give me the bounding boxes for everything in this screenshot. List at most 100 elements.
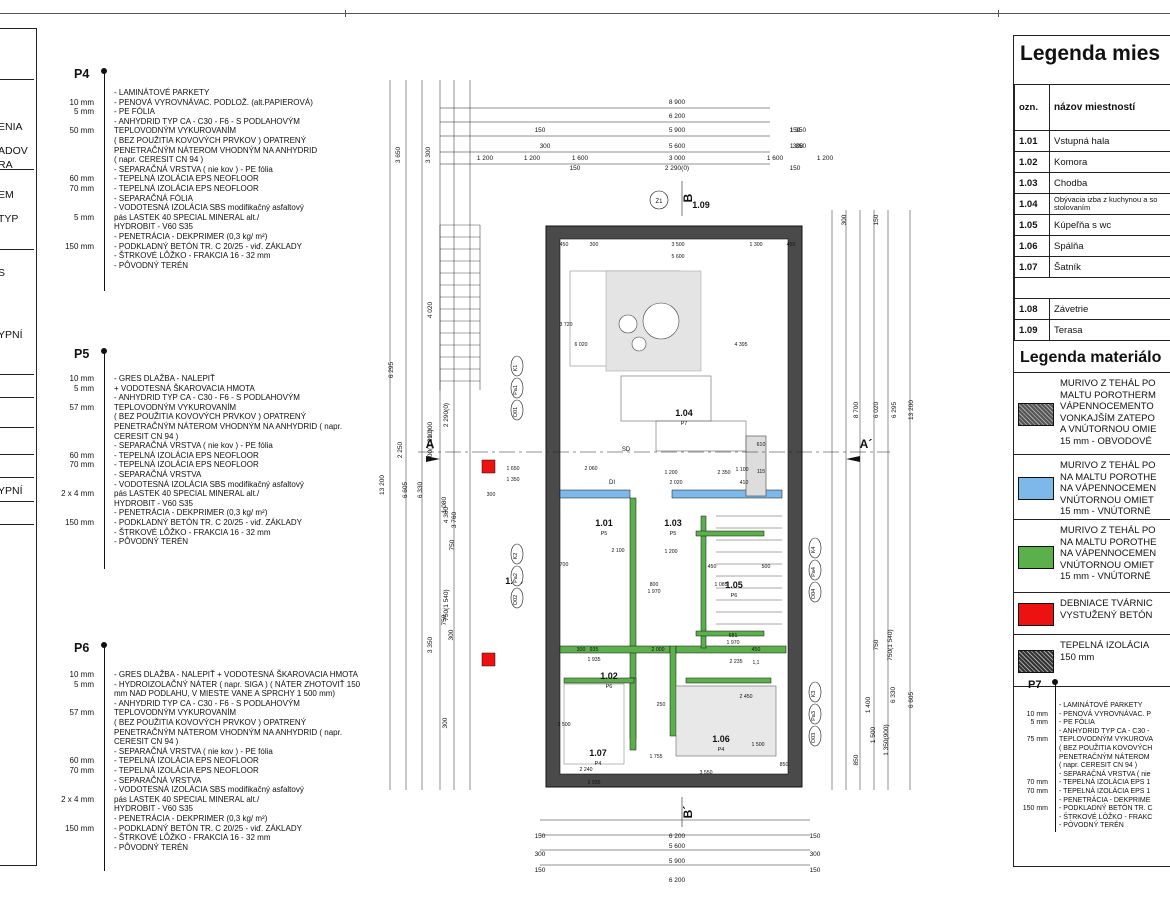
room-name: Vstupná hala xyxy=(1049,130,1170,152)
legend-row-divider xyxy=(0,454,34,455)
layer-thickness: 5 mm xyxy=(74,212,94,222)
room-floor-type: P4 xyxy=(718,747,725,753)
col-header-number: ozn. xyxy=(1014,84,1050,131)
spec-marker-dot xyxy=(1052,679,1058,685)
layer-description: ( BEZ POUŽITIA KOVOVÝCH xyxy=(1059,745,1153,752)
window-tag-label: K4 xyxy=(811,547,817,554)
room-number: 1.04 xyxy=(675,408,693,418)
layer-thickness: 10 mm xyxy=(1026,710,1048,718)
room-name: Šatník xyxy=(1049,256,1170,278)
layer-description: PENETRAČNÝM NÁTEROM xyxy=(1059,753,1150,761)
layer-description: - PÔVODNÝ TERÉN xyxy=(114,260,189,270)
layer-description: PENETRAČNÝM NÁTEROM VHODNÝM NA ANHYDRID … xyxy=(114,727,343,737)
left-legend-item: TYP xyxy=(0,213,19,225)
layer-description: - PODKLADNÝ BETÓN TR. C 20/25 - viď. ZÁK… xyxy=(114,241,302,251)
dimension-label: 2 250 xyxy=(397,441,404,458)
material-description: MURIVO Z TEHÁL PO MALTU POROTHERM VÁPENN… xyxy=(1060,378,1157,447)
window-tag-outline xyxy=(808,703,822,725)
side-table xyxy=(618,314,638,334)
legend-row-divider xyxy=(0,427,34,428)
room-number: 1.07 xyxy=(1014,256,1050,278)
spec-marker-dot xyxy=(101,68,107,74)
layer-description: - TEPELNÁ IZOLÁCIA EPS NEOFLOOR xyxy=(114,450,259,460)
legend-row-divider xyxy=(0,79,34,80)
inner-dimension-label: 2 000 xyxy=(652,647,665,653)
room-number: 1.01 xyxy=(595,518,613,528)
side-table xyxy=(631,336,647,352)
section-marker-a: A´ xyxy=(860,437,873,451)
window-tag-outline xyxy=(808,537,822,559)
layer-description: - ŠTRKOVÉ LÔŽKO - FRAKCIA 16 - 32 mm xyxy=(114,527,271,537)
section-letter: P xyxy=(1014,277,1170,299)
spec-leader-line xyxy=(103,73,105,291)
layer-description: pás LASTEK 40 SPECIAL MINERAL alt./ xyxy=(114,212,260,222)
window-tag-outline xyxy=(808,581,822,603)
room-number: 1.06 xyxy=(1014,235,1050,257)
door-tag-label: 1,1 xyxy=(753,660,760,666)
layer-description: - PE FÓLIA xyxy=(114,107,155,117)
layer-description: - PENETRÁCIA - DEKPRIMER (0,3 kg/ m²) xyxy=(114,232,268,241)
left-legend-item: YPNÍ xyxy=(0,485,23,497)
dimension-label: 6 605 xyxy=(908,691,915,708)
layer-description: - TEPELNÁ IZOLÁCIA EPS NEOFLOOR xyxy=(114,174,259,184)
inner-dimension-label: 250 xyxy=(657,702,666,708)
dimension-label: 1 400 xyxy=(865,696,872,713)
inner-dimension-label: 5 600 xyxy=(672,254,685,260)
layer-description: - PE FÓLIA xyxy=(1059,719,1095,727)
room-code-label: SD xyxy=(622,447,631,453)
dimension-label: 750(1 540) xyxy=(887,629,894,660)
legend-row-divider xyxy=(0,169,34,170)
layer-thickness: 60 mm xyxy=(69,450,94,460)
layer-description: - PODKLADNÝ BETÓN TR. C xyxy=(1059,805,1153,813)
sheet-top-border xyxy=(0,13,1170,14)
layer-description: ( BEZ POUŽITIA KOVOVÝCH PRVKOV ) OPATREN… xyxy=(114,136,307,145)
inner-dimension-label: 1 300 xyxy=(750,242,763,248)
dimension-label: 6 330 xyxy=(417,481,424,498)
layer-thickness: 70 mm xyxy=(1026,788,1048,795)
legend-row-divider xyxy=(0,397,34,398)
window-tag-outline xyxy=(808,681,822,703)
materials-legend-title: Legenda materiálo xyxy=(1020,349,1162,366)
dimension-label: 5 900 xyxy=(669,858,686,865)
layer-description: HYDROBIT - V60 S35 xyxy=(114,498,193,508)
inner-dimension-label: 2 100 xyxy=(612,548,625,554)
layer-description: - LAMINÁTOVÉ PARKETY xyxy=(114,88,210,97)
window-tag-label: O03 xyxy=(811,733,817,743)
layer-description: - PENETRÁCIA - DEKPRIME xyxy=(1059,796,1151,804)
layer-description: - PODKLADNÝ BETÓN TR. C 20/25 - viď. ZÁK… xyxy=(114,823,302,833)
section-marker-a: A xyxy=(426,437,435,451)
layer-description: TEPLOVODNÝM VYKUROVA xyxy=(1059,736,1154,744)
window-tag-outline xyxy=(510,565,524,587)
inner-dimension-label: 4 395 xyxy=(735,342,748,348)
partition-wall-green xyxy=(695,530,765,537)
layer-thickness: 150 mm xyxy=(65,241,94,251)
layer-thickness: 2 x 4 mm xyxy=(61,489,94,499)
room-number: 1.06 xyxy=(712,734,730,744)
layer-description: - PENETRÁCIA - DEKPRIMER (0,3 kg/ m²) xyxy=(114,814,268,823)
inner-dimension-label: 2 450 xyxy=(740,694,753,700)
room-name: Chodba xyxy=(1049,172,1170,194)
dimension-label: 750(1 540) xyxy=(443,589,450,620)
layer-description: - ANHYDRID TYP CA - C30 - F6 - S PODLAHO… xyxy=(114,116,300,126)
dimension-label: 3 350 xyxy=(427,636,434,653)
dimension-label: 150 xyxy=(790,165,801,172)
dimension-label: 1 000 xyxy=(427,421,434,438)
window-tag-label: Z1 xyxy=(655,199,663,205)
material-swatch xyxy=(1018,603,1054,626)
window-tag-circle xyxy=(649,190,669,210)
left-legend-item: ADOV xyxy=(0,145,28,157)
room-name: Komora xyxy=(1049,151,1170,173)
layer-description: TEPLOVODNÝM VYKUROVANÍM xyxy=(114,402,237,412)
layer-description: - SEPARAČNÁ VRSTVA ( nie kov ) - PE fóli… xyxy=(114,746,273,756)
dimension-label: 300 xyxy=(442,717,449,728)
dimension-label: 150 xyxy=(790,127,801,134)
dimension-label: 300 xyxy=(540,143,551,150)
layer-description: - PÔVODNÝ TERÉN xyxy=(114,537,189,547)
dimension-label: 6 200 xyxy=(669,113,686,120)
inner-dimension-label: 450 xyxy=(708,564,717,570)
room-number: 1.03 xyxy=(664,518,682,528)
